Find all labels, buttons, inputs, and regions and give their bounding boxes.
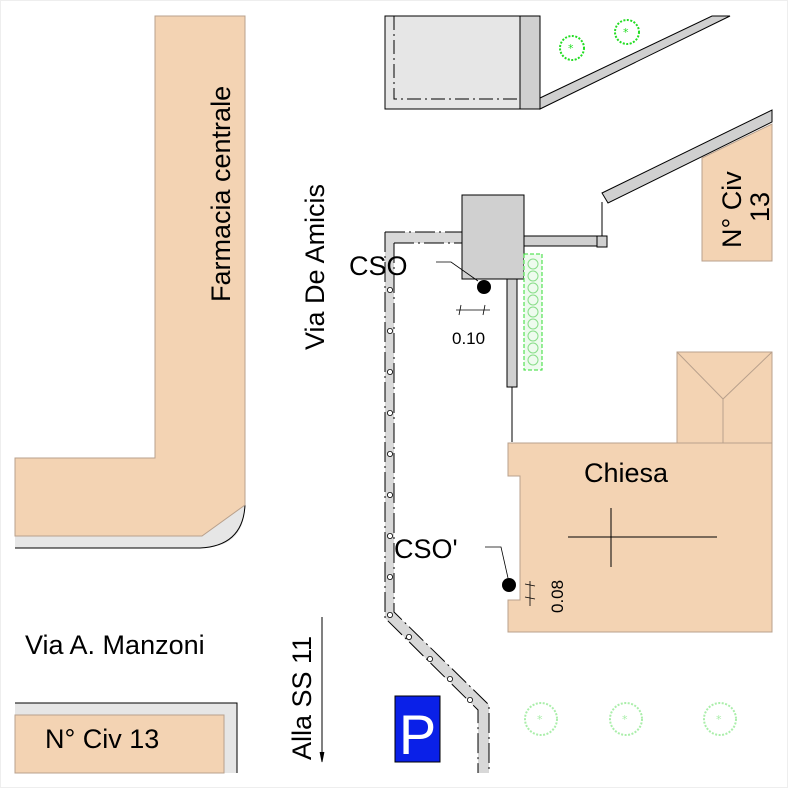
farmacia-label: Farmacia centrale: [206, 86, 236, 302]
cso-label: CSO: [349, 251, 408, 281]
civ13-bottom-building[interactable]: [14, 702, 238, 774]
svg-text:*: *: [537, 713, 543, 726]
civ13-right-building[interactable]: [701, 123, 773, 262]
down-pipe: [506, 278, 518, 388]
via-de-amicis-label: Via De Amicis: [300, 184, 330, 350]
cso-prime-point[interactable]: [502, 578, 516, 592]
farmacia-building[interactable]: [14, 15, 246, 549]
civ13-right-label-line1: N° Civ: [717, 171, 747, 248]
manhole-icon: [386, 286, 473, 704]
cso-prime-leader: [485, 546, 509, 579]
cso-dimension: [456, 304, 490, 316]
tree-icon: *: [559, 35, 585, 61]
tree-icon: *: [524, 702, 558, 736]
upper-diagonal-wall: [539, 15, 731, 110]
svg-text:*: *: [622, 713, 628, 726]
sewer-pipe: [384, 231, 490, 773]
cross-icon: [568, 508, 717, 567]
civ13-bottom-label: N° Civ 13: [45, 724, 159, 754]
outlet-pipe: [523, 235, 598, 247]
tree-icon: *: [614, 19, 640, 45]
top-gray-building[interactable]: [384, 15, 541, 110]
civ13-right-label-line2: 13: [745, 192, 775, 222]
right-diagonal-wall: [601, 109, 773, 204]
storage-tank[interactable]: [461, 194, 525, 280]
direction-arrow: [319, 617, 325, 763]
outlet-cap: [596, 235, 608, 248]
cso-prime-dimension-value: 0.08: [548, 580, 567, 613]
parking-letter: P: [399, 703, 436, 766]
alla-ss11-label: Alla SS 11: [287, 636, 317, 760]
tree-icon: *: [609, 702, 643, 736]
parking-icon[interactable]: P: [394, 695, 441, 766]
svg-text:*: *: [716, 713, 722, 726]
cso-prime-label: CSO': [394, 534, 458, 564]
hedge: [523, 253, 543, 371]
svg-text:*: *: [568, 42, 574, 55]
svg-text:*: *: [623, 26, 629, 39]
tree-icon: *: [703, 702, 737, 736]
cso-leader: [436, 261, 479, 282]
chiesa-label: Chiesa: [584, 458, 669, 488]
cso-dimension-value: 0.10: [452, 329, 485, 348]
cso-prime-dimension: [524, 581, 536, 606]
cso-point[interactable]: [477, 280, 491, 294]
via-manzoni-label: Via A. Manzoni: [25, 630, 205, 660]
